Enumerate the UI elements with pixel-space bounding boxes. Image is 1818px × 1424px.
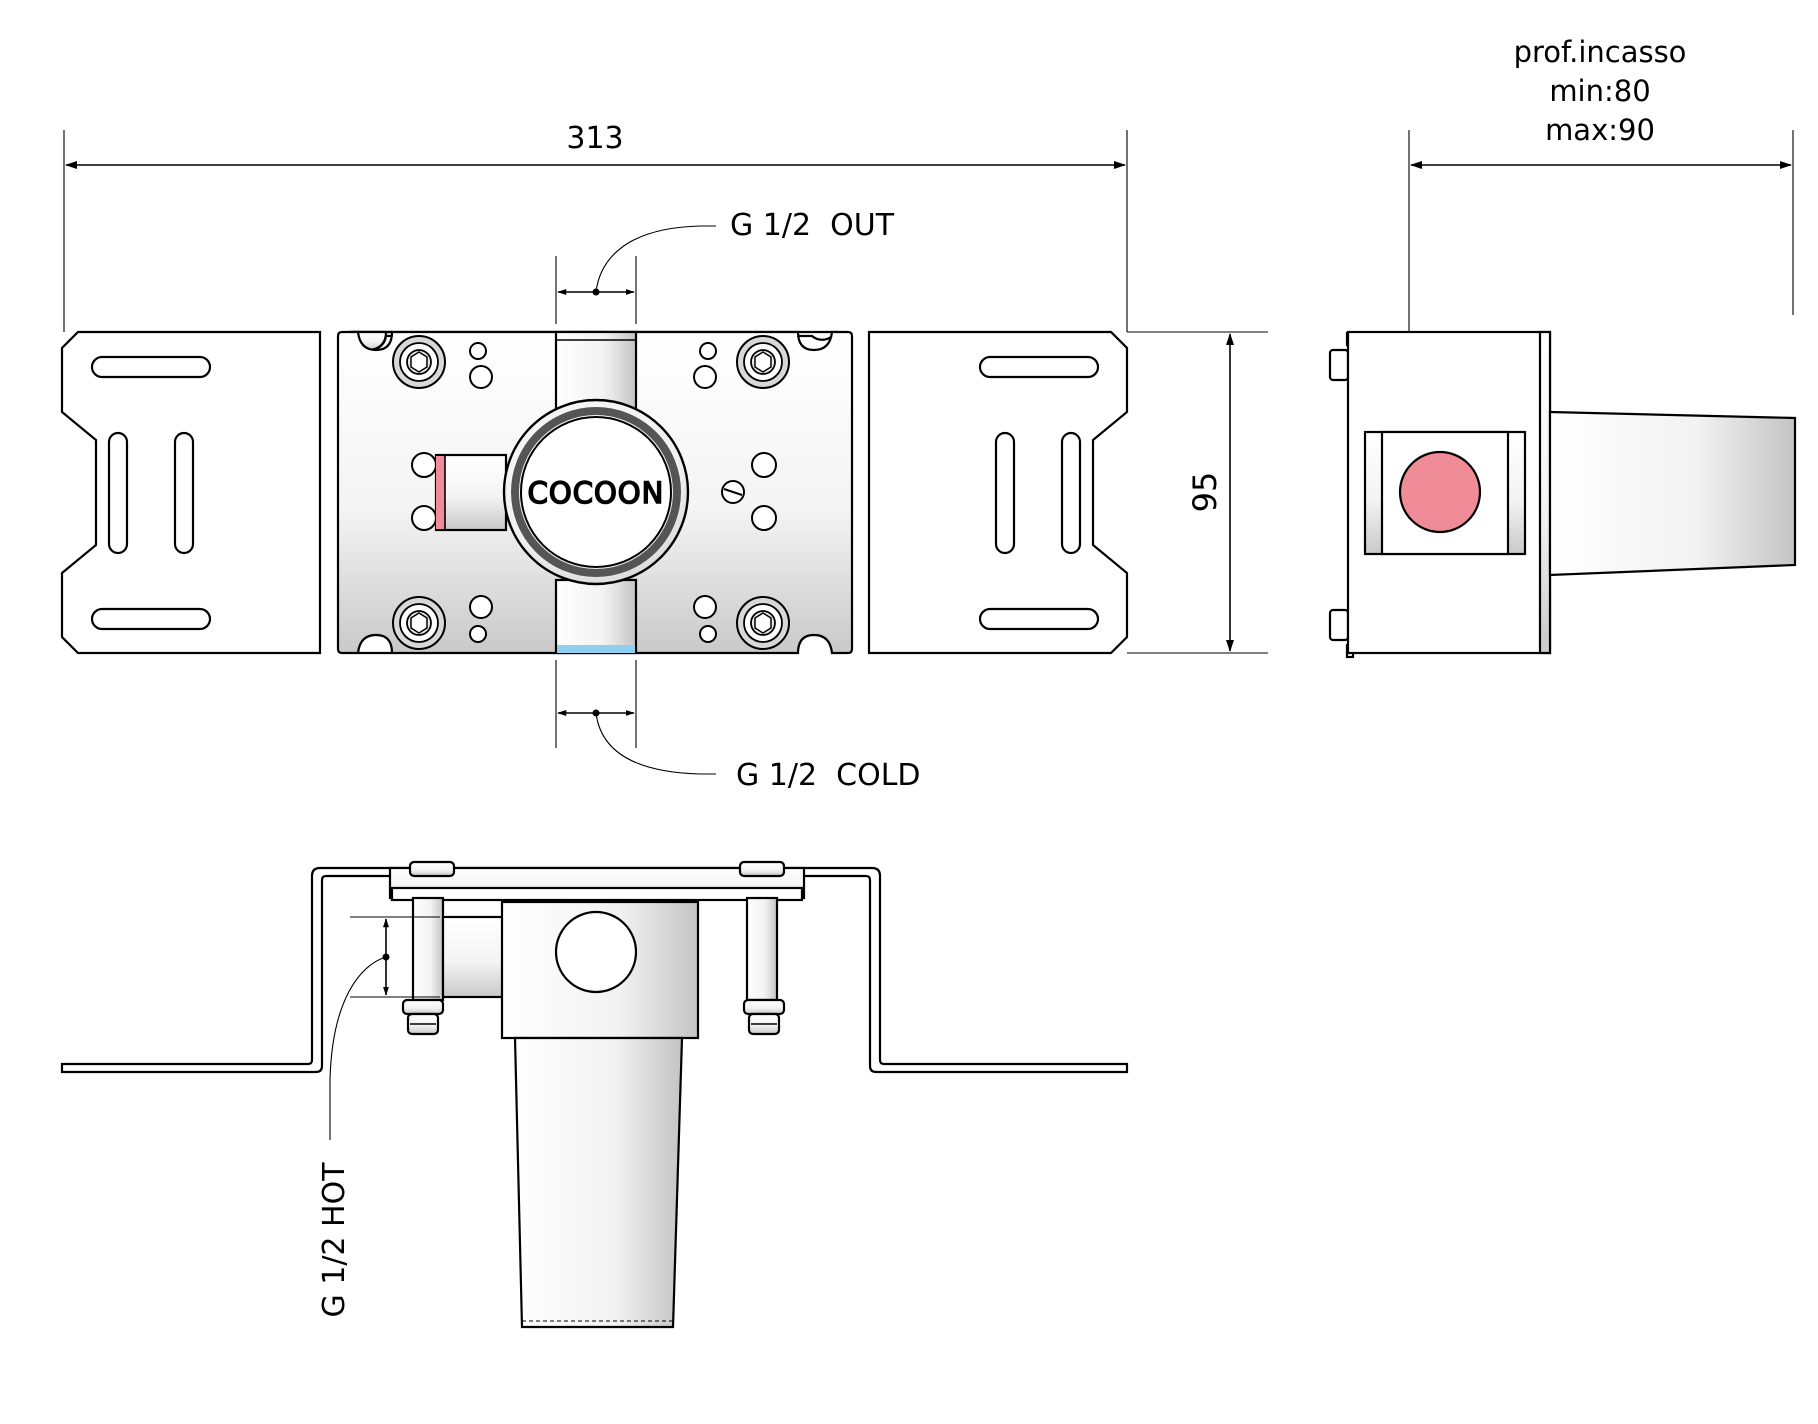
height-dimension-value: 95 <box>1186 472 1224 513</box>
bolt-right-head <box>738 860 786 878</box>
bolt-left-shaft <box>411 896 445 1002</box>
top-plate-lower <box>390 886 804 902</box>
depth-label-line3: max:90 <box>1545 113 1655 147</box>
cold-label: G 1/2 COLD <box>736 758 921 793</box>
left-plate-slot-bottom <box>90 607 212 631</box>
width-dimension-value: 313 <box>566 121 623 156</box>
top-bracket <box>60 866 1129 1074</box>
right-plate-slot-bottom <box>978 607 1100 631</box>
out-label: G 1/2 OUT <box>730 208 895 243</box>
top-out-port <box>554 910 638 994</box>
bolt-left-head <box>408 860 456 878</box>
cold-dimension: G 1/2 COLD <box>555 660 921 793</box>
corner-nut-tr <box>736 335 790 389</box>
hot-pipe <box>434 453 508 532</box>
corner-nut-tl <box>392 335 446 389</box>
corner-nut-bl <box>392 596 446 650</box>
hot-dimension: G 1/2 HOT <box>317 916 440 1318</box>
side-back-plate <box>1538 330 1552 655</box>
mixer-hub-face <box>520 416 672 568</box>
mixer-hub-ring <box>511 407 681 577</box>
hot-label: G 1/2 HOT <box>317 1162 352 1318</box>
side-cartridge <box>1548 410 1797 577</box>
hot-accent <box>436 456 445 529</box>
height-dimension: 95 <box>1127 331 1268 654</box>
top-cartridge <box>513 1036 684 1329</box>
brand-logo: COCOON <box>528 476 665 510</box>
out-dimension: G 1/2 OUT <box>555 208 895 324</box>
side-hot-port <box>1398 450 1482 534</box>
depth-label: prof.incasso min:80 max:90 <box>1514 35 1687 147</box>
right-plate-slot-v2 <box>1060 431 1082 555</box>
plate-holes <box>411 342 777 643</box>
side-tab-top <box>1328 348 1350 382</box>
side-view: prof.incasso min:80 max:90 <box>1328 35 1797 659</box>
cold-pipe <box>554 578 638 655</box>
left-plate-slot-top <box>90 355 212 379</box>
right-plate-slot-v1 <box>994 431 1016 555</box>
left-plate-slot-v2 <box>173 431 195 555</box>
left-plate-slot-v1 <box>107 431 129 555</box>
side-tab-bottom <box>1328 608 1350 642</box>
top-hot-inlet <box>441 915 505 999</box>
depth-label-line1: prof.incasso <box>1514 35 1687 69</box>
top-view: G 1/2 HOT <box>60 860 1129 1329</box>
cold-accent <box>557 645 635 653</box>
bolt-right-shaft <box>745 896 779 1002</box>
front-view: 313 <box>60 121 1268 793</box>
corner-nut-br <box>736 596 790 650</box>
right-plate-slot-top <box>978 355 1100 379</box>
width-dimension: 313 <box>63 121 1128 332</box>
depth-label-line2: min:80 <box>1549 74 1650 108</box>
bolt-right-nut <box>742 998 786 1016</box>
bolt-left-nut <box>401 998 445 1016</box>
